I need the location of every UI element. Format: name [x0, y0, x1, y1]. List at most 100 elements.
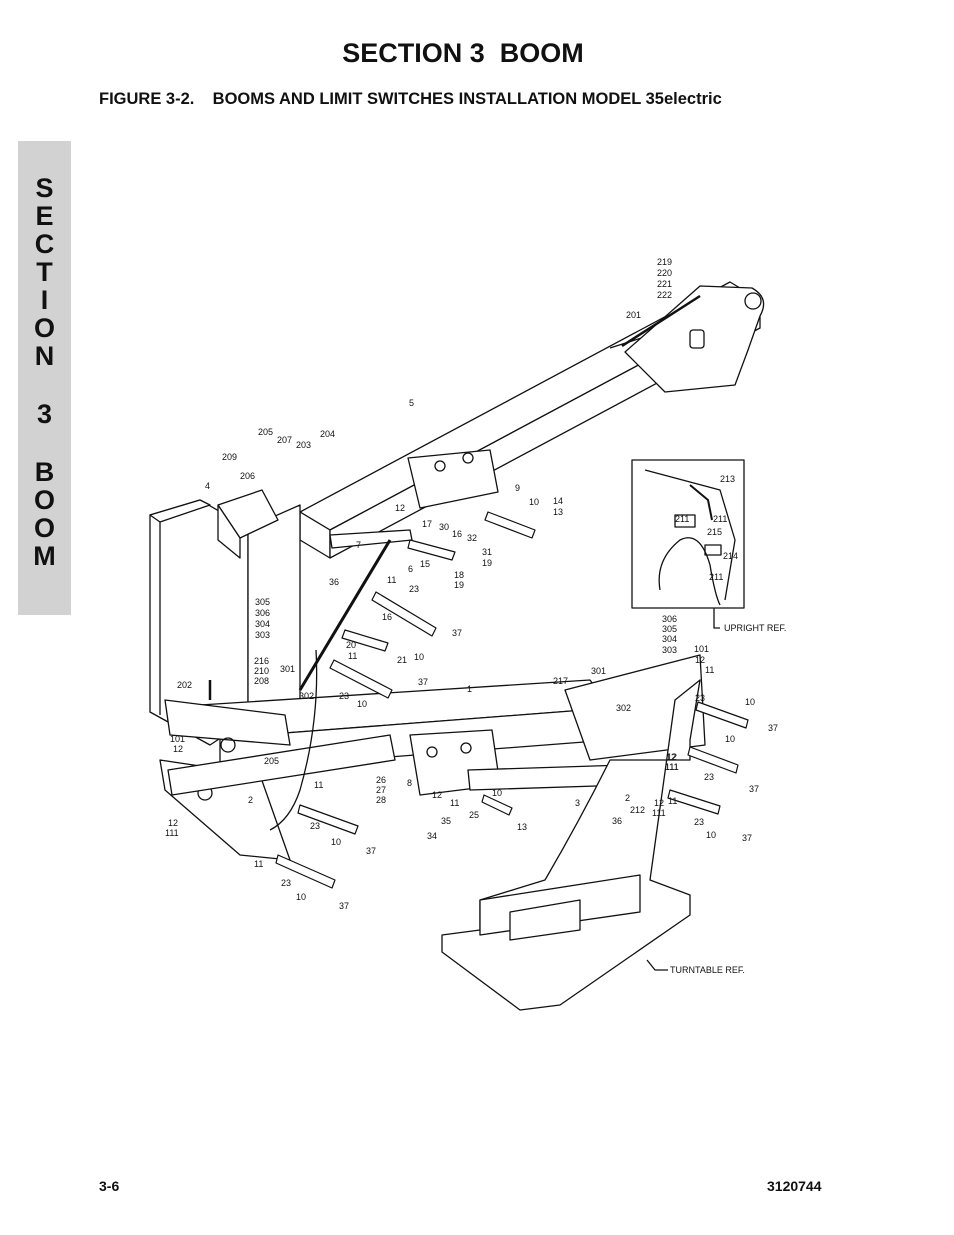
- side-tab-letter: O: [33, 313, 55, 343]
- callout-label: 215: [707, 527, 722, 537]
- side-tab-letter: B: [34, 457, 55, 487]
- callout-label: 111: [652, 808, 666, 818]
- callout-label: 10: [357, 699, 367, 709]
- callout-label: 31: [482, 547, 492, 557]
- callout-label: 7: [356, 540, 361, 550]
- callout-label: 305: [662, 624, 677, 634]
- callout-label: 17: [422, 519, 432, 529]
- callout-label: 19: [454, 580, 464, 590]
- reference-label-upright: UPRIGHT REF.: [724, 623, 786, 633]
- callout-label: 201: [626, 310, 641, 320]
- callout-label: 3: [575, 798, 580, 808]
- callout-label: 11: [314, 780, 323, 790]
- callout-label: 12: [432, 790, 442, 800]
- callout-label: 36: [612, 816, 622, 826]
- side-tab-letter: C: [34, 229, 55, 259]
- callout-label: 13: [517, 822, 527, 832]
- side-tab: S E C T I O N 3 B O O M: [18, 141, 71, 615]
- document-number: 3120744: [767, 1178, 822, 1194]
- callout-label: 10: [296, 892, 306, 902]
- callout-label: 16: [382, 612, 392, 622]
- diagram-linework: [149, 281, 765, 1011]
- callout-label: 304: [255, 619, 270, 629]
- callout-label: 222: [657, 290, 672, 300]
- side-tab-letter: S: [35, 173, 54, 203]
- callout-label: 213: [720, 474, 735, 484]
- callout-label: 23: [695, 693, 705, 703]
- callout-label: 206: [240, 471, 255, 481]
- callout-label: 204: [320, 429, 335, 439]
- callout-label: 306: [662, 614, 677, 624]
- callout-label: 20: [346, 640, 356, 650]
- callout-label: 37: [366, 846, 376, 856]
- callout-label: 5: [409, 398, 414, 408]
- side-tab-letter: N: [34, 341, 55, 371]
- callout-label: 210: [254, 666, 269, 676]
- callout-label: 302: [299, 691, 314, 701]
- callout-label: 303: [662, 645, 677, 655]
- side-tab-letter: E: [35, 201, 54, 231]
- callout-label: 202: [177, 680, 192, 690]
- callout-label: 208: [254, 676, 269, 686]
- callout-label: 217: [553, 676, 568, 686]
- callout-label: 303: [255, 630, 270, 640]
- callout-label: 111: [665, 762, 679, 772]
- callout-label: 101: [170, 734, 185, 744]
- callout-label: 25: [469, 810, 479, 820]
- callout-label: 12: [654, 798, 664, 808]
- callout-label: 28: [376, 795, 386, 805]
- callout-label: 11: [387, 575, 396, 585]
- callout-label: 10: [745, 697, 755, 707]
- callout-label: 1: [467, 684, 472, 694]
- callout-label: 205: [258, 427, 273, 437]
- callout-label: 211: [713, 514, 727, 524]
- callout-label: 23: [339, 691, 349, 701]
- callout-label: 37: [418, 677, 428, 687]
- reference-label-turntable: TURNTABLE REF.: [670, 965, 745, 975]
- callout-label: 12: [695, 655, 705, 665]
- callout-label: 10: [331, 837, 341, 847]
- callout-label: 9: [515, 483, 520, 493]
- callout-label: 2: [248, 795, 253, 805]
- callout-label: 23: [704, 772, 714, 782]
- callout-label: 37: [452, 628, 462, 638]
- callout-label: 37: [768, 723, 778, 733]
- callout-label: 10: [414, 652, 424, 662]
- callout-label: 203: [296, 440, 311, 450]
- callout-label: 211: [709, 572, 723, 582]
- callout-label: 221: [657, 279, 672, 289]
- side-tab-letter: I: [40, 285, 49, 315]
- callout-label: 27: [376, 785, 386, 795]
- callout-label: 34: [427, 831, 437, 841]
- callout-label: 11: [450, 798, 459, 808]
- callout-label: 12: [395, 503, 405, 513]
- callout-label: 19: [482, 558, 492, 568]
- callout-label: 14: [553, 496, 563, 506]
- callout-label: 301: [591, 666, 606, 676]
- callout-label: 36: [329, 577, 339, 587]
- callout-label: 10: [725, 734, 735, 744]
- callout-label: 11: [348, 651, 357, 661]
- callout-label: 101: [694, 644, 709, 654]
- callout-label: 2: [625, 793, 630, 803]
- callout-label: 23: [694, 817, 704, 827]
- callout-label: 23: [281, 878, 291, 888]
- callout-label: 8: [407, 778, 412, 788]
- callout-label: 6: [408, 564, 413, 574]
- callout-label: 13: [553, 507, 563, 517]
- callout-label: 306: [255, 608, 270, 618]
- callout-label: 304: [662, 634, 677, 644]
- callout-label: 15: [420, 559, 430, 569]
- callout-label: 30: [439, 522, 449, 532]
- callout-label: 205: [264, 756, 279, 766]
- section-title: SECTION 3 BOOM: [342, 38, 584, 68]
- callout-label: 209: [222, 452, 237, 462]
- callout-label: 11: [668, 796, 677, 806]
- callout-label: 219: [657, 257, 672, 267]
- callout-label: 18: [454, 570, 464, 580]
- callout-label: 216: [254, 656, 269, 666]
- side-tab-letter: M: [33, 541, 56, 571]
- callout-label: 111: [165, 828, 179, 838]
- callout-label: 214: [723, 551, 738, 561]
